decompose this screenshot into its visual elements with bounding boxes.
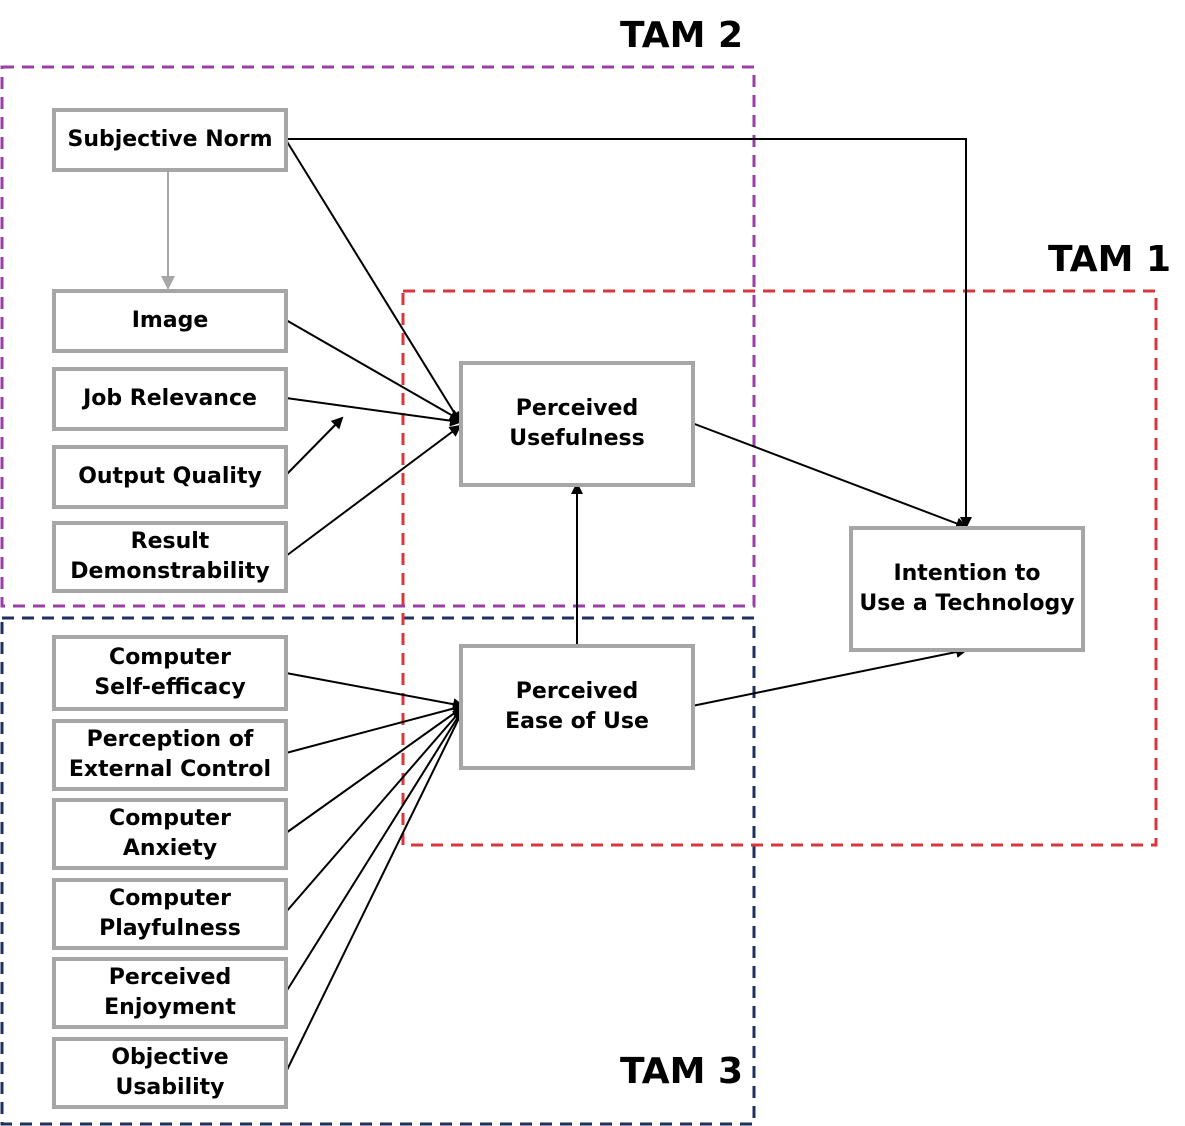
node-job-relevance: Job Relevance — [52, 367, 288, 431]
node-label: Computer Playfulness — [99, 886, 241, 941]
arrow-enjoyment-to-peou — [285, 707, 465, 993]
node-label: Image — [131, 308, 209, 333]
arrow-output-quality-moderator — [285, 416, 344, 476]
tam2-label: TAM 2 — [620, 15, 744, 56]
arrow-anxiety-to-peou — [285, 705, 465, 834]
node-perceived-enjoyment: Perceived Enjoyment — [52, 957, 288, 1029]
node-label: Intention to Use a Technology — [859, 561, 1075, 616]
tam1-boundary — [401, 289, 1158, 847]
node-label: Output Quality — [78, 464, 262, 489]
node-perception-external-control: Perception of External Control — [52, 719, 288, 791]
arrow-self-efficacy-to-peou — [285, 672, 465, 711]
node-label: Job Relevance — [83, 386, 257, 411]
tam1-label: TAM 1 — [1048, 239, 1172, 280]
node-computer-playfulness: Computer Playfulness — [52, 878, 288, 950]
arrow-image-to-pu — [285, 319, 462, 421]
arrow-job-relevance-to-pu — [285, 397, 462, 427]
node-label: Perceived Usefulness — [509, 396, 645, 451]
arrow-objective-usability-to-peou — [285, 708, 464, 1073]
node-perceived-ease-of-use: Perceived Ease of Use — [459, 644, 695, 770]
node-label: Perception of External Control — [68, 727, 272, 782]
node-image: Image — [52, 289, 288, 353]
node-label: Result Demonstrability — [70, 529, 270, 584]
node-objective-usability: Objective Usability — [52, 1037, 288, 1109]
arrow-peou-to-intention — [691, 646, 968, 707]
node-computer-self-efficacy: Computer Self-efficacy — [52, 635, 288, 711]
node-label: Perceived Ease of Use — [505, 679, 649, 734]
arrow-pu-to-intention — [691, 422, 968, 530]
node-subjective-norm: Subjective Norm — [52, 108, 288, 172]
tam3-label: TAM 3 — [620, 1051, 744, 1092]
arrow-external-control-to-peou — [285, 702, 465, 754]
node-label: Objective Usability — [111, 1045, 229, 1100]
node-label: Subjective Norm — [67, 127, 273, 152]
node-intention-to-use: Intention to Use a Technology — [849, 526, 1085, 652]
tam2-boundary — [0, 65, 756, 608]
arrow-playfulness-to-peou — [285, 706, 465, 913]
node-label: Perceived Enjoyment — [104, 965, 236, 1020]
arrow-subjective-norm-to-intention — [286, 138, 972, 529]
node-output-quality: Output Quality — [52, 445, 288, 509]
tam3-boundary — [0, 616, 756, 1126]
node-label: Computer Anxiety — [109, 806, 231, 861]
node-label: Computer Self-efficacy — [94, 645, 246, 700]
arrow-result-demonstrability-to-pu — [285, 424, 462, 557]
node-computer-anxiety: Computer Anxiety — [52, 798, 288, 870]
arrow-subjective-norm-to-pu — [285, 139, 462, 424]
node-perceived-usefulness: Perceived Usefulness — [459, 361, 695, 487]
node-result-demonstrability: Result Demonstrability — [52, 521, 288, 593]
